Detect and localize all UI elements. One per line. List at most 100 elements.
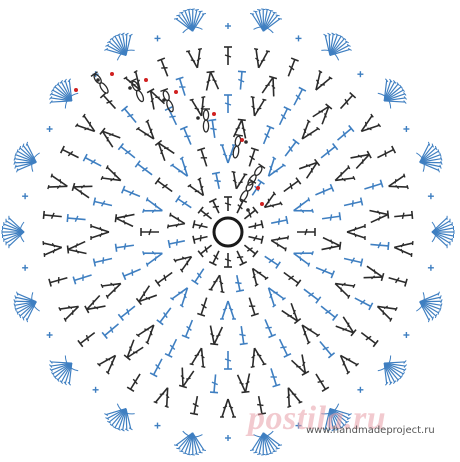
double-crochet-symbol: [248, 235, 264, 244]
decrease-cluster-symbol: [135, 285, 158, 306]
double-crochet-symbol: [236, 250, 248, 266]
puff-stitch-symbol: [160, 87, 174, 113]
double-crochet-symbol: [315, 183, 335, 196]
slip-stitch-dot: [260, 202, 264, 206]
fan-shell-symbol: [249, 430, 283, 456]
decrease-cluster-symbol: [178, 367, 195, 389]
slip-stitch-dot: [96, 78, 100, 82]
fan-shell-symbol: [49, 78, 79, 109]
stitch-pair-symbol: [42, 241, 63, 258]
stitch-pair-symbol: [96, 354, 117, 375]
double-crochet-symbol: [197, 297, 208, 317]
double-crochet-symbol: [262, 125, 275, 145]
double-crochet-symbol: [315, 266, 335, 279]
double-crochet-symbol: [293, 86, 307, 106]
decrease-cluster-symbol: [290, 354, 310, 376]
double-crochet-symbol: [156, 307, 172, 326]
double-crochet-symbol: [243, 206, 259, 220]
double-crochet-symbol: [315, 373, 330, 393]
stitch-pair-symbol: [123, 69, 141, 91]
decrease-cluster-symbol: [209, 325, 224, 346]
puff-stitch-symbol: [247, 163, 266, 186]
double-crochet-symbol: [343, 257, 364, 267]
stitch-pair-symbol: [220, 398, 236, 418]
double-crochet-symbol: [208, 198, 220, 214]
decrease-cluster-symbol: [114, 213, 135, 228]
slip-stitch-dot: [256, 186, 260, 190]
double-crochet-symbol: [117, 142, 136, 159]
stitch-pair-symbol: [47, 173, 68, 190]
stitch-pair-symbol: [250, 95, 267, 117]
decrease-cluster-symbol: [232, 118, 247, 139]
puff-stitch-symbol: [232, 133, 244, 159]
double-crochet-symbol: [235, 275, 245, 293]
stitch-pair-symbol: [220, 300, 236, 320]
double-crochet-symbol: [140, 228, 159, 236]
double-crochet-symbol: [224, 46, 232, 65]
double-crochet-symbol: [149, 358, 163, 378]
double-crochet-symbol: [48, 276, 68, 287]
double-crochet-symbol: [191, 268, 205, 285]
fan-shell-symbol: [13, 141, 40, 173]
puff-stitch-symbol: [128, 78, 145, 103]
decrease-cluster-symbol: [123, 339, 144, 361]
double-crochet-symbol: [394, 210, 414, 220]
stitch-pair-symbol: [250, 347, 267, 369]
stitch-pair-symbol: [90, 224, 110, 240]
slip-stitch-dot: [74, 88, 78, 92]
double-crochet-symbol: [354, 297, 374, 311]
single-crochet-cross: [295, 422, 302, 429]
slip-stitch-dot: [212, 112, 216, 116]
puff-stitch-symbol: [239, 178, 257, 203]
decrease-cluster-symbol: [99, 127, 121, 148]
decrease-cluster-symbol: [321, 236, 342, 251]
fan-shell-symbol: [377, 355, 407, 386]
double-crochet-symbol: [257, 396, 267, 416]
double-crochet-symbol: [114, 243, 135, 252]
double-crochet-symbol: [370, 241, 390, 251]
decrease-cluster-symbol: [154, 139, 175, 162]
double-crochet-symbol: [181, 319, 194, 339]
puff-stitch-symbol: [90, 71, 109, 94]
single-crochet-cross: [403, 332, 410, 338]
decrease-cluster-symbol: [281, 302, 302, 325]
stitch-pair-symbol: [173, 255, 193, 273]
decrease-cluster-symbol: [312, 103, 333, 125]
fan-shell-symbol: [431, 215, 455, 249]
double-crochet-symbol: [297, 228, 316, 236]
single-crochet-cross: [46, 126, 53, 132]
double-crochet-symbol: [92, 197, 113, 207]
double-crochet-symbol: [192, 234, 208, 244]
double-crochet-symbol: [157, 57, 169, 77]
double-crochet-symbol: [126, 373, 141, 393]
double-crochet-symbol: [224, 253, 232, 268]
double-crochet-symbol: [237, 70, 247, 90]
double-crochet-symbol: [99, 91, 117, 110]
fan-shell-symbol: [104, 403, 135, 432]
stitch-pair-symbol: [189, 347, 206, 369]
fan-shell-symbol: [416, 291, 443, 323]
stitch-pair-symbol: [251, 267, 269, 287]
stitch-pair-symbol: [315, 69, 333, 91]
double-crochet-symbol: [270, 368, 281, 388]
stitch-pair-symbol: [74, 113, 96, 133]
fan-shell-symbol: [104, 32, 135, 61]
stitch-pair-symbol: [301, 324, 321, 345]
slip-stitch-dot: [196, 116, 200, 120]
stitch-pair-symbol: [267, 287, 286, 308]
double-crochet-symbol: [120, 105, 137, 124]
decrease-cluster-symbol: [84, 294, 106, 314]
decrease-cluster-symbol: [298, 158, 321, 179]
fan-shell-symbol: [49, 355, 79, 386]
single-crochet-cross: [22, 193, 29, 200]
stitch-pair-symbol: [293, 197, 314, 214]
single-crochet-cross: [22, 264, 29, 271]
double-crochet-symbol: [303, 288, 322, 304]
decrease-cluster-symbol: [236, 373, 251, 394]
double-crochet-symbol: [248, 297, 259, 317]
single-crochet-cross: [357, 71, 364, 78]
double-crochet-symbol: [59, 145, 79, 159]
single-crochet-cross: [225, 435, 231, 441]
double-crochet-symbol: [175, 195, 192, 209]
